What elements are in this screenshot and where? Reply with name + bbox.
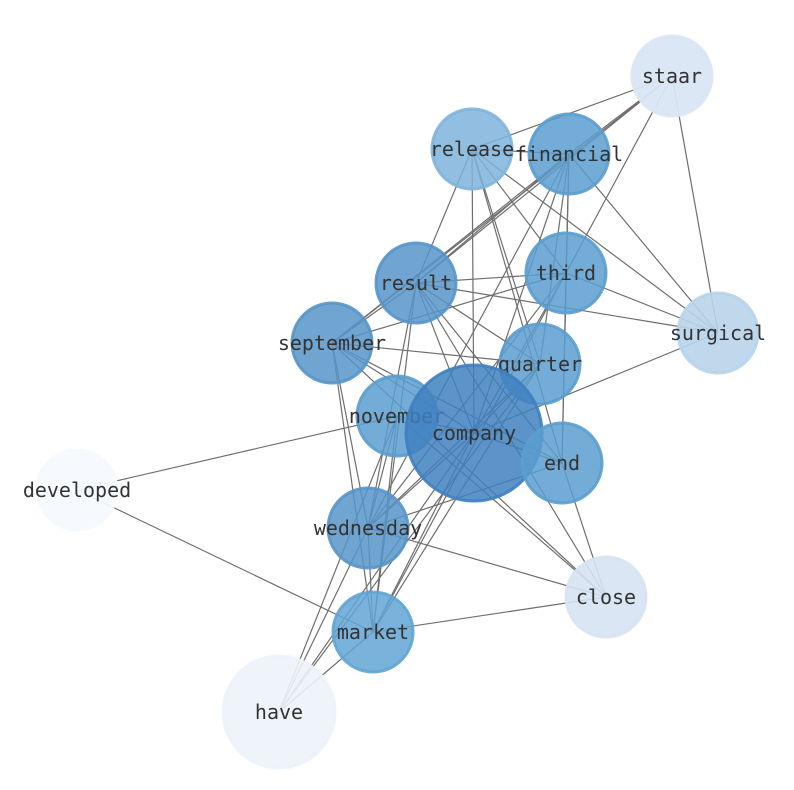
edge-developed-market xyxy=(76,489,374,633)
node-have: have xyxy=(221,654,337,770)
node-label-staar: staar xyxy=(642,64,702,88)
node-label-surgical: surgical xyxy=(670,321,766,345)
node-label-market: market xyxy=(337,620,409,644)
node-label-close: close xyxy=(576,585,636,609)
node-circle-end xyxy=(520,421,604,505)
node-financial: financial xyxy=(515,112,623,196)
node-circle-third xyxy=(524,231,608,315)
node-september: september xyxy=(278,301,386,385)
node-label-result: result xyxy=(380,271,452,295)
node-end: end xyxy=(520,421,604,505)
node-circle-financial xyxy=(527,112,611,196)
node-circle-market xyxy=(331,590,415,674)
node-release: release xyxy=(430,107,514,191)
node-label-quarter: quarter xyxy=(498,352,582,376)
node-label-developed: developed xyxy=(23,478,131,502)
edge-november-developed xyxy=(76,415,398,491)
node-staar: staar xyxy=(630,34,714,118)
node-wednesday: wednesday xyxy=(314,486,422,570)
node-label-release: release xyxy=(430,137,514,161)
node-circle-close xyxy=(564,555,648,639)
node-circle-surgical xyxy=(676,291,760,375)
node-label-end: end xyxy=(544,451,580,475)
node-circle-release xyxy=(430,107,514,191)
node-market: market xyxy=(331,590,415,674)
node-label-have: have xyxy=(255,700,303,724)
node-circle-result xyxy=(374,241,458,325)
node-label-wednesday: wednesday xyxy=(314,516,422,540)
node-circle-have xyxy=(221,654,337,770)
node-label-financial: financial xyxy=(515,142,623,166)
node-circle-developed xyxy=(35,448,119,532)
node-third: third xyxy=(524,231,608,315)
node-surgical: surgical xyxy=(670,291,766,375)
edge-result-market xyxy=(372,282,417,633)
node-result: result xyxy=(374,241,458,325)
node-developed: developed xyxy=(23,448,131,532)
edge-financial-wednesday xyxy=(367,153,570,529)
node-circle-staar xyxy=(630,34,714,118)
edge-release-surgical xyxy=(471,148,719,334)
node-circle-september xyxy=(290,301,374,385)
node-close: close xyxy=(564,555,648,639)
edge-staar-surgical xyxy=(671,75,719,334)
edge-september-market xyxy=(331,342,374,633)
edge-financial-september xyxy=(331,153,570,344)
node-company: company xyxy=(404,363,544,503)
node-label-third: third xyxy=(536,261,596,285)
node-label-september: september xyxy=(278,331,386,355)
node-circle-wednesday xyxy=(326,486,410,570)
node-label-company: company xyxy=(432,421,516,445)
